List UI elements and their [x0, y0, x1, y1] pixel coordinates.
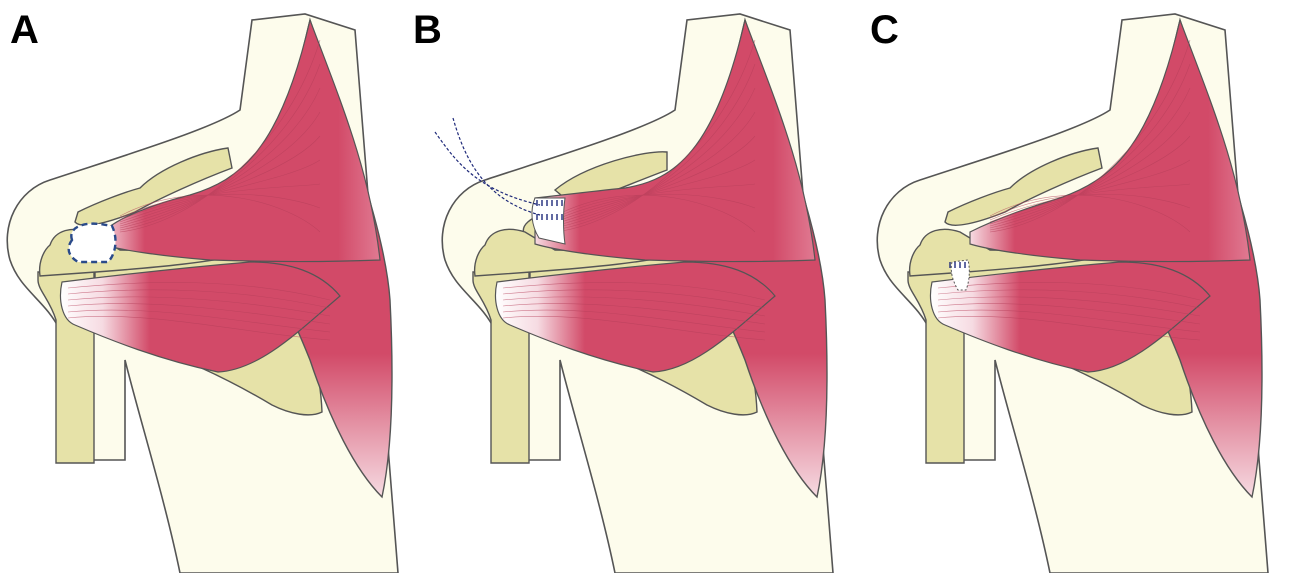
panel-a: A — [0, 0, 435, 573]
anatomy-svg — [870, 0, 1305, 573]
panel-label-a: A — [10, 10, 39, 50]
panel-b: B — [435, 0, 870, 573]
detached-tendon-stump-outline — [69, 224, 116, 262]
anatomy-svg — [435, 0, 870, 573]
anatomy-svg — [0, 0, 435, 573]
panel-label-c: C — [870, 10, 899, 50]
panel-c: C — [870, 0, 1305, 573]
panel-label-b: B — [413, 10, 442, 50]
